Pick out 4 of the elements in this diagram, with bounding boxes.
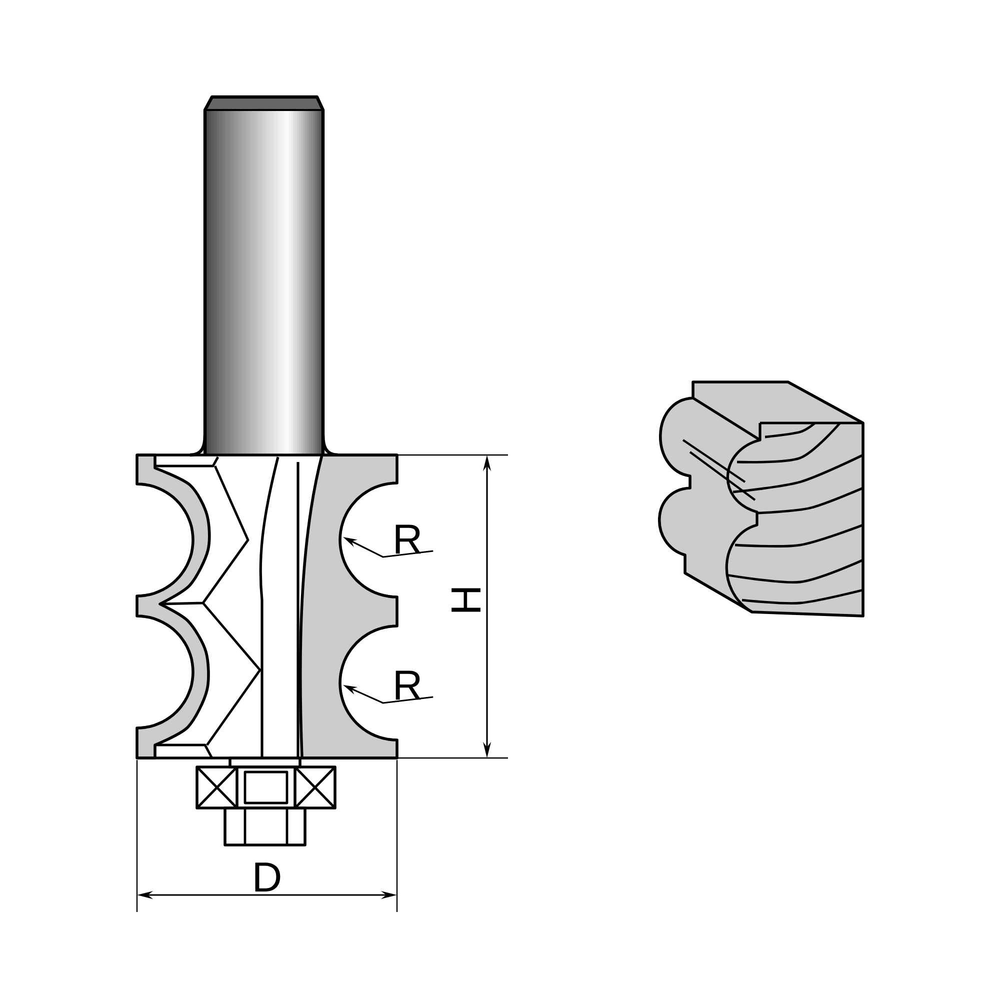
dimension-label: H (452, 588, 480, 612)
dimension-label: R (396, 670, 421, 700)
dimension-label: R (396, 524, 421, 554)
dimension-label: D (255, 862, 280, 892)
